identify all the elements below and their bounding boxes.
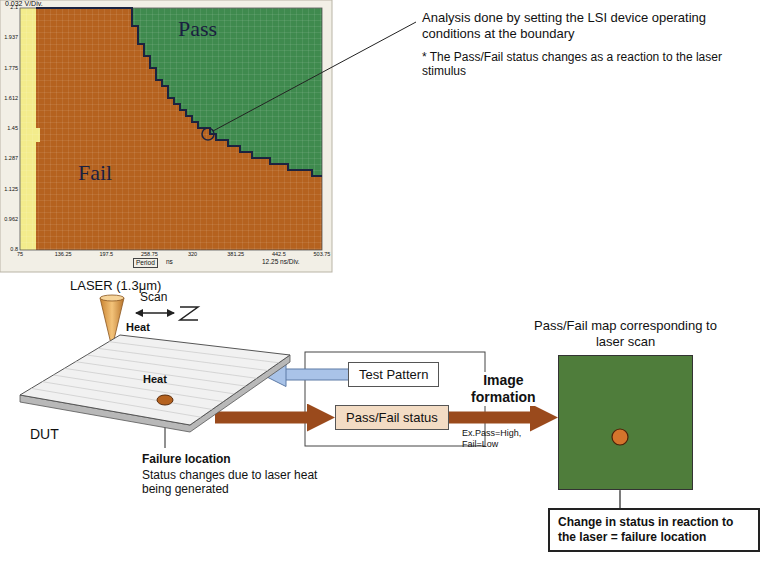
heat-label: Heat — [143, 373, 167, 386]
failure-note: Status changes due to laser heat being g… — [142, 468, 342, 497]
callout-box: Change in status in reaction to the lase… — [548, 508, 760, 552]
process-box: Pass/Fail status — [335, 405, 449, 430]
laser-top — [100, 295, 124, 301]
leader-connector — [619, 490, 620, 508]
tick-label: 1.45 — [0, 125, 18, 132]
boundary-marker — [202, 128, 214, 140]
axis-title: Period — [133, 258, 158, 268]
map-title: Pass/Fail map corresponding to laser sca… — [534, 318, 717, 355]
region-label: Pass — [178, 16, 217, 42]
process-box: Test Pattern — [348, 362, 439, 387]
map-square — [558, 355, 693, 490]
tick-label: 258.75 — [136, 251, 162, 258]
tick-label: 197.5 — [93, 251, 119, 258]
tick-label: 2.1 — [0, 4, 18, 11]
edge-label: Image formation — [461, 372, 545, 406]
tick-label: 320 — [180, 251, 206, 258]
flow-arrow — [449, 412, 534, 424]
plate-stripe — [42, 382, 212, 410]
scan-arrow — [136, 312, 174, 314]
plot-panel — [0, 0, 332, 272]
heat-label: Heat — [126, 321, 150, 334]
scan-label: Scan — [140, 290, 167, 304]
plate-top — [20, 335, 290, 425]
axis-unit: ns — [166, 258, 173, 266]
failure-label: Failure location — [142, 452, 231, 466]
tick-label: 136.25 — [50, 251, 76, 258]
note-text: * The Pass/Fail status changes as a reac… — [422, 50, 752, 79]
callout-text: Change in status in reaction to the lase… — [558, 515, 750, 545]
failure-spot — [157, 395, 173, 405]
tick-label: 0.962 — [0, 216, 18, 223]
tester-frame — [305, 352, 485, 446]
pass-fail-map: Pass/Fail map corresponding to laser sca… — [558, 318, 693, 490]
plate-stripe — [87, 355, 257, 378]
plate-stripe — [31, 388, 201, 417]
tick-label: 1.612 — [0, 95, 18, 102]
region-label: Fail — [78, 160, 112, 186]
boundary-line — [36, 8, 322, 176]
box-label: Pass/Fail status — [346, 410, 438, 425]
failure-dot — [612, 429, 628, 445]
tick-label: 1.937 — [0, 34, 18, 41]
tick-label: 442.5 — [266, 251, 292, 258]
plate-stripe — [98, 348, 268, 370]
flow-arrow — [283, 370, 348, 380]
arrow-outline — [283, 369, 348, 381]
box-label: Test Pattern — [359, 367, 428, 382]
axis-scale: 12.25 ns/Div. — [262, 258, 299, 266]
flow-arrow — [215, 412, 311, 424]
pass-region — [20, 8, 322, 250]
legend-note: Ex.Pass=High, Fail=Low — [462, 428, 548, 450]
scan-path — [180, 307, 198, 320]
plate-stripe — [109, 342, 279, 363]
leader-line — [213, 22, 416, 131]
tick-label: 1.125 — [0, 186, 18, 193]
map-dot — [558, 355, 693, 490]
plot-grid — [20, 8, 322, 250]
tick-label: 381.25 — [223, 251, 249, 258]
tick-label: 0.8 — [0, 246, 18, 253]
dut-chip: DUT — [15, 330, 215, 445]
tick-label: 503.75 — [309, 251, 335, 258]
dut-label: DUT — [30, 426, 59, 442]
note-text: Analysis done by setting the LSI device … — [422, 10, 752, 41]
tick-label: 1.775 — [0, 65, 18, 72]
tick-label: 1.287 — [0, 155, 18, 162]
tick-label: 75 — [7, 251, 33, 258]
